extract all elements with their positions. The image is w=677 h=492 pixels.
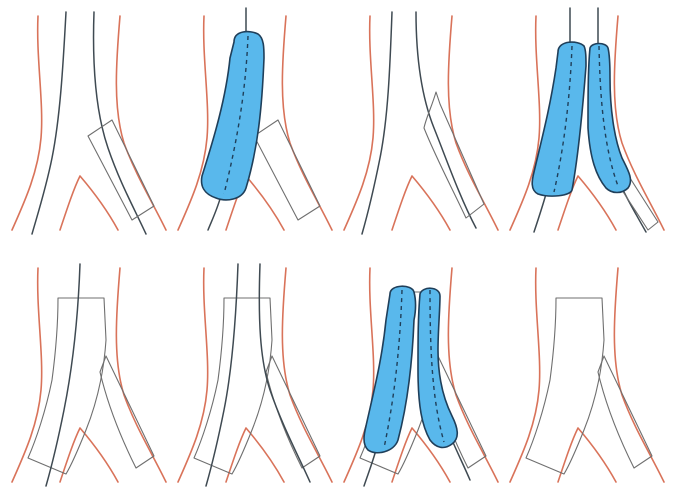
side-branch-stent <box>100 356 154 468</box>
panel-step-4 <box>510 8 664 232</box>
panel-step-3 <box>344 12 498 234</box>
main-guidewire-lower <box>364 450 376 486</box>
side-guidewire-lower <box>452 440 470 480</box>
vessel-walls <box>510 268 664 482</box>
vessel-walls <box>344 16 498 230</box>
side-branch-stent <box>266 356 320 468</box>
side-branch-stent <box>598 356 652 468</box>
panel-step-6 <box>178 264 332 486</box>
panel-step-7 <box>344 268 498 486</box>
vessel-walls <box>510 16 664 230</box>
kissing-balloon-side <box>418 288 457 447</box>
main-guidewire <box>46 264 80 486</box>
kissing-balloon-side <box>588 44 630 193</box>
vessel-walls <box>178 268 332 482</box>
kissing-balloon-main <box>364 286 416 453</box>
main-guidewire <box>362 12 392 234</box>
main-guidewire-lower <box>534 194 546 232</box>
panel-step-1 <box>12 12 166 234</box>
vessel-walls <box>12 268 166 482</box>
vessel-walls <box>12 16 166 230</box>
panel-step-5 <box>12 264 166 486</box>
panel-step-2 <box>178 8 332 230</box>
main-guidewire <box>32 12 66 234</box>
side-guidewire <box>416 12 476 228</box>
panel-step-8 <box>510 268 664 482</box>
balloon <box>202 32 264 200</box>
side-branch-stent <box>424 92 484 218</box>
main-guidewire <box>206 264 238 486</box>
